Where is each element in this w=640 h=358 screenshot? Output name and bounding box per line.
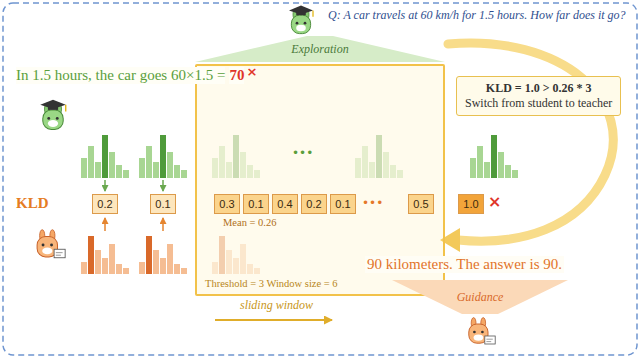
question-text: Q: A car travels at 60 km/h for 1.5 hour… <box>328 8 626 23</box>
kld-value: 0.4 <box>277 198 292 210</box>
fan-label: Exploration <box>291 42 348 57</box>
teacher-histogram <box>139 236 187 274</box>
kld-value: 0.1 <box>155 198 170 210</box>
kld-value: 0.2 <box>97 198 112 210</box>
switch-condition: KLD = 1.0 > 0.26 * 3 <box>465 81 612 96</box>
small-arrow <box>162 180 164 191</box>
kld-value: 0.1 <box>248 198 263 210</box>
window-settings: Threshold = 3 Window size = 6 <box>205 278 338 289</box>
teacher-icon <box>469 318 495 344</box>
kld-value: 0.2 <box>306 198 321 210</box>
wrong-token: 70 <box>229 67 244 84</box>
kld-value: 0.3 <box>219 198 234 210</box>
student-icon <box>289 6 313 34</box>
kld-box: 0.1 <box>330 194 356 214</box>
kld-value: 0.5 <box>413 198 428 210</box>
student-histogram <box>470 135 518 178</box>
student-histogram <box>81 135 129 178</box>
fan-polygon <box>195 36 445 62</box>
fan-label: Guidance <box>457 290 504 305</box>
small-arrow <box>104 218 106 231</box>
window-caption: sliding window <box>240 298 313 313</box>
exploration-fan: Exploration <box>195 36 445 62</box>
kld-box: 0.5 <box>408 194 434 214</box>
student-histogram <box>139 135 187 178</box>
kld-box: 1.0 <box>458 194 484 214</box>
kld-box: 0.2 <box>92 194 118 214</box>
wrong-mark: × <box>246 64 257 79</box>
kld-value: 1.0 <box>463 198 478 210</box>
kld-value: 0.1 <box>335 198 350 210</box>
kld-box: 0.1 <box>243 194 269 214</box>
switch-action: Switch from student to teacher <box>465 96 612 111</box>
mean-value: Mean = 0.26 <box>223 217 276 228</box>
slide-arrow <box>215 319 332 321</box>
switch-curve <box>448 43 613 241</box>
student-icon <box>40 100 66 130</box>
guidance-fan: Guidance <box>392 280 568 314</box>
switch-mark: × <box>488 192 501 211</box>
decision-box: KLD = 1.0 > 0.26 * 3Switch from student … <box>456 76 621 116</box>
ellipsis: ••• <box>362 196 383 210</box>
kld-box: 0.1 <box>150 194 176 214</box>
fan-polygon <box>392 280 568 314</box>
generated-text: In 1.5 hours, the car goes 60×1.5 = <box>16 67 225 84</box>
teacher-icon <box>37 230 65 258</box>
small-arrow <box>104 180 106 191</box>
small-arrow <box>162 218 164 231</box>
ellipsis: ••• <box>292 146 313 160</box>
teacher-histogram <box>81 236 129 274</box>
guidance-text: 90 kilometers. The answer is 90. <box>365 256 564 273</box>
kld-box: 0.2 <box>301 194 327 214</box>
dashed-frame <box>3 3 637 355</box>
kld-label: KLD <box>16 195 49 212</box>
kld-box: 0.4 <box>272 194 298 214</box>
kld-box: 0.3 <box>214 194 240 214</box>
